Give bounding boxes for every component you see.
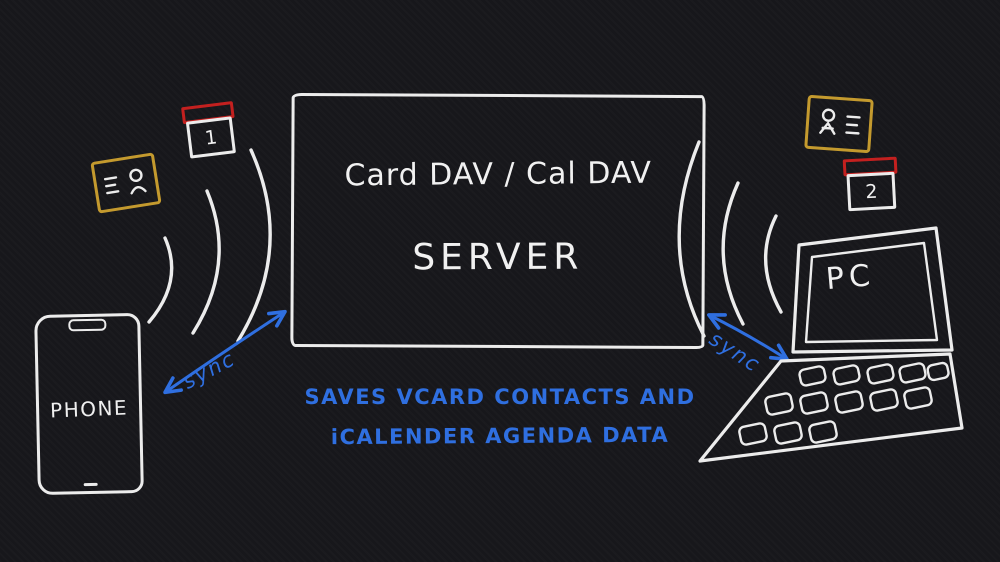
person-body-icon <box>819 121 836 135</box>
signal-waves-right-icon <box>677 140 783 338</box>
laptop-screen-inner <box>804 241 939 344</box>
wifi-arc-icon <box>191 189 221 335</box>
phone-home-bar-icon <box>83 482 98 487</box>
sync-arrow-left-icon <box>163 309 287 395</box>
calendar-body: 1 <box>185 116 236 159</box>
person-body-icon <box>130 186 147 195</box>
caption-line-2: iCALENDER AGENDA DATA <box>330 422 670 450</box>
key-icon <box>903 386 933 410</box>
caption: SAVES VCARD CONTACTS AND iCALENDER AGEND… <box>300 378 700 456</box>
contact-card-icon <box>103 168 147 195</box>
server-subtitle: SERVER <box>412 236 584 279</box>
key-icon <box>764 392 794 416</box>
calendar-left: 1 <box>181 101 236 159</box>
sync-arrow-right-icon <box>707 313 789 362</box>
contact-card-left <box>90 152 162 214</box>
contact-card-right <box>804 94 874 154</box>
key-icon <box>773 421 803 445</box>
person-icon <box>821 108 836 122</box>
key-icon <box>834 390 864 414</box>
key-icon <box>798 365 827 387</box>
key-icon <box>898 362 927 384</box>
wifi-arc-icon <box>236 148 272 343</box>
calendar-body: 2 <box>846 171 897 212</box>
key-icon <box>832 364 861 386</box>
signal-waves-left-icon <box>147 148 272 343</box>
server-title: Card DAV / Cal DAV <box>344 155 653 194</box>
keyboard-keys <box>738 361 950 446</box>
calendar-number: 2 <box>864 180 879 203</box>
wifi-arc-icon <box>677 140 706 338</box>
laptop-screen-outer <box>791 226 954 354</box>
key-icon <box>869 388 899 412</box>
calendar-right: 2 <box>842 156 898 212</box>
key-icon <box>866 363 895 385</box>
pc-label: PC <box>824 257 877 298</box>
key-icon <box>799 391 829 415</box>
wifi-arc-icon <box>721 181 745 326</box>
key-icon <box>926 361 950 382</box>
laptop-icon <box>698 226 964 463</box>
phone: PHONE <box>34 312 144 496</box>
key-icon <box>808 420 838 444</box>
contact-card-icon <box>819 108 861 135</box>
person-icon <box>129 168 143 183</box>
calendar-number: 1 <box>203 125 219 150</box>
phone-notch-icon <box>68 318 107 332</box>
phone-label: PHONE <box>49 395 129 423</box>
key-icon <box>738 422 768 446</box>
wifi-arc-icon <box>763 214 783 314</box>
server-box: Card DAV / Cal DAV SERVER <box>290 92 706 350</box>
contact-lines-icon <box>103 176 120 195</box>
wifi-arc-icon <box>147 236 174 324</box>
laptop-keyboard-deck <box>698 352 964 463</box>
contact-lines-icon <box>845 115 861 135</box>
caption-line-1: SAVES VCARD CONTACTS AND <box>304 385 696 409</box>
